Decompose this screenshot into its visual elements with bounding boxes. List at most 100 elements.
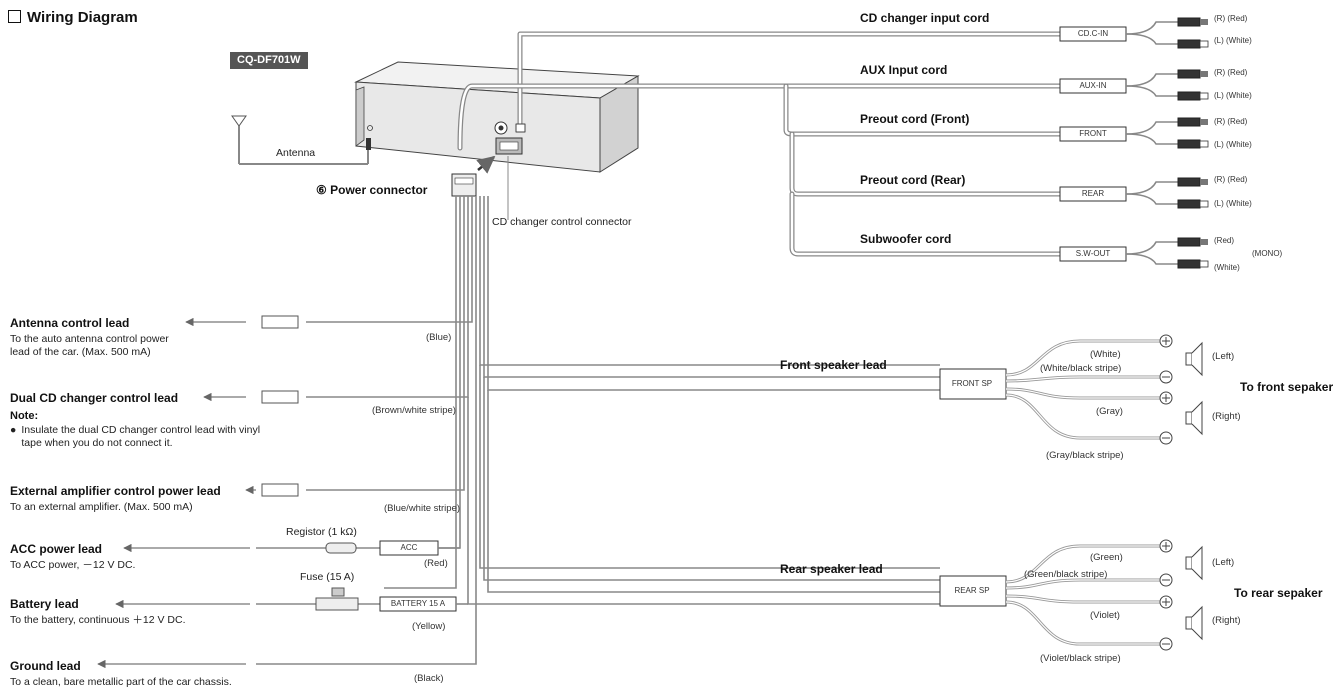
antenna-label: Antenna: [276, 147, 316, 159]
rca-jack-red-icon: [1177, 117, 1201, 127]
rca-jack-tip-icon: [1199, 40, 1209, 48]
rca-wire: [1125, 21, 1178, 35]
wire-color-label: (Black): [414, 673, 444, 684]
wire-color-label: (Blue/white stripe): [384, 503, 461, 514]
rca-jack-white-icon: [1177, 199, 1201, 209]
rca-right-label: (R) (Red): [1214, 175, 1248, 184]
rca-jack-white-icon: [1177, 139, 1201, 149]
rca-mono-label: (MONO): [1252, 249, 1283, 258]
wire-color-label: (Gray): [1096, 406, 1123, 417]
speaker-wire: [1005, 388, 1160, 399]
speaker-side-label: (Left): [1212, 351, 1235, 362]
rca-right-label: (R) (Red): [1214, 117, 1248, 126]
rca-box-label: FRONT: [1079, 129, 1107, 138]
harness-wires: [256, 196, 940, 665]
subwoofer-cord-label: Subwoofer cord: [860, 232, 952, 246]
rca-box-label: AUX-IN: [1079, 81, 1107, 90]
wire-color-label: (Violet): [1090, 610, 1120, 621]
rca-jack-tip-icon: [1199, 200, 1209, 208]
speaker-wire: [1005, 595, 1160, 603]
aux-input-cord-label: AUX Input cord: [860, 63, 948, 77]
battery-lead-text: Battery lead To the battery, continuous …: [10, 597, 186, 626]
rca-wire: [1125, 85, 1178, 97]
rca-box-label: REAR: [1081, 189, 1105, 198]
rca-jack-red-icon: [1177, 177, 1201, 187]
rca-cables: [457, 31, 1063, 257]
wire-color-label: (Gray/black stripe): [1046, 450, 1124, 461]
rca-jack-tip-icon: [1199, 140, 1209, 148]
rca-jack-white-icon: [1177, 39, 1201, 49]
rca-right-label: (R) (Red): [1214, 68, 1248, 77]
speaker-wire: [1005, 387, 1160, 400]
lead-arrows: [97, 317, 256, 669]
cd-changer-control-connector-label: CD changer control connector: [492, 216, 632, 228]
power-connector: [451, 155, 509, 220]
model-badge: CQ-DF701W: [230, 52, 308, 69]
speaker-cone-icon: [1191, 605, 1203, 641]
acc-power-lead-text: ACC power lead To ACC power, －12 V DC.: [10, 542, 136, 571]
speaker-wire: [1005, 393, 1160, 440]
to-rear-speaker-label: To rear sepaker: [1234, 586, 1323, 600]
acc-box-label: ACC: [400, 543, 418, 552]
speaker-icon: [1185, 411, 1193, 425]
rca-wire: [1125, 193, 1178, 205]
speaker-wire: [1005, 600, 1160, 646]
rca-wire: [1125, 73, 1178, 87]
rca-box-label: CD.C-IN: [1077, 29, 1109, 38]
speaker-side-label: (Right): [1212, 411, 1241, 422]
wire-color-label: (Red): [424, 558, 448, 569]
speaker-side-label: (Left): [1212, 557, 1235, 568]
wire-color-label: (Yellow): [412, 621, 446, 632]
speaker-wire: [1005, 545, 1160, 583]
wire-color-label: (Green): [1090, 552, 1123, 563]
rca-wire: [1125, 121, 1178, 135]
preout-rear-cord-label: Preout cord (Rear): [860, 173, 966, 187]
rca-left-label: (L) (White): [1214, 140, 1252, 149]
rca-right-label: (Red): [1214, 236, 1235, 245]
antenna-control-lead-text: Antenna control lead To the auto antenna…: [10, 316, 169, 359]
wire-color-label: (Violet/black stripe): [1040, 653, 1121, 664]
rca-jack-red-icon: [1177, 69, 1201, 79]
wire-color-label: (Brown/white stripe): [372, 405, 456, 416]
antenna-icon: [231, 115, 371, 165]
rear-speaker-lead-label: Rear speaker lead: [780, 562, 883, 576]
speaker-cone-icon: [1191, 545, 1203, 581]
preout-front-cord-label: Preout cord (Front): [860, 112, 970, 126]
speaker-wire: [1005, 579, 1160, 589]
battery-box-label: BATTERY 15 A: [390, 599, 446, 608]
rca-jack-tip-icon: [1199, 92, 1209, 100]
speaker-junction-box: [939, 575, 1007, 607]
fuse-label: Fuse (15 A): [300, 571, 355, 583]
rca-wire: [1125, 241, 1178, 255]
to-front-speaker-label: To front sepaker: [1240, 380, 1334, 394]
rca-left-label: (L) (White): [1214, 36, 1252, 45]
wire-color-label: (Green/black stripe): [1024, 569, 1108, 580]
ground-lead-text: Ground lead To a clean, bare metallic pa…: [10, 659, 232, 688]
wire-color-label: (White): [1090, 349, 1121, 360]
rca-wire: [1125, 133, 1178, 145]
rca-left-label: (White): [1214, 263, 1240, 272]
front-speaker-lead-label: Front speaker lead: [780, 358, 887, 372]
front-sp-box-label: FRONT SP: [951, 379, 993, 388]
rca-jack-tip-icon: [1200, 119, 1208, 125]
dual-cd-changer-lead-text: Dual CD changer control lead Note: ●Insu…: [10, 391, 261, 449]
page-title: Wiring Diagram: [8, 10, 138, 25]
rca-jack-tip-icon: [1200, 19, 1208, 25]
power-connector-label: ⑥ Power connector: [316, 183, 428, 197]
bullet-icon: ●: [10, 423, 17, 436]
speaker-icon: [1185, 556, 1193, 570]
speaker-cone-icon: [1191, 400, 1203, 436]
wire-color-label: (Blue): [426, 332, 452, 343]
rca-wire: [1125, 181, 1178, 195]
rca-jack-tip-icon: [1200, 71, 1208, 77]
rca-box-label: S.W-OUT: [1075, 249, 1111, 258]
external-amplifier-lead-text: External amplifier control power lead To…: [10, 484, 221, 513]
rca-jack-white-icon: [1177, 259, 1201, 269]
cd-changer-input-cord-label: CD changer input cord: [860, 11, 990, 25]
rca-jack-tip-icon: [1199, 260, 1209, 268]
rca-connectors: [1059, 17, 1209, 269]
head-unit: [354, 61, 640, 173]
speaker-junction-box: [939, 368, 1007, 400]
